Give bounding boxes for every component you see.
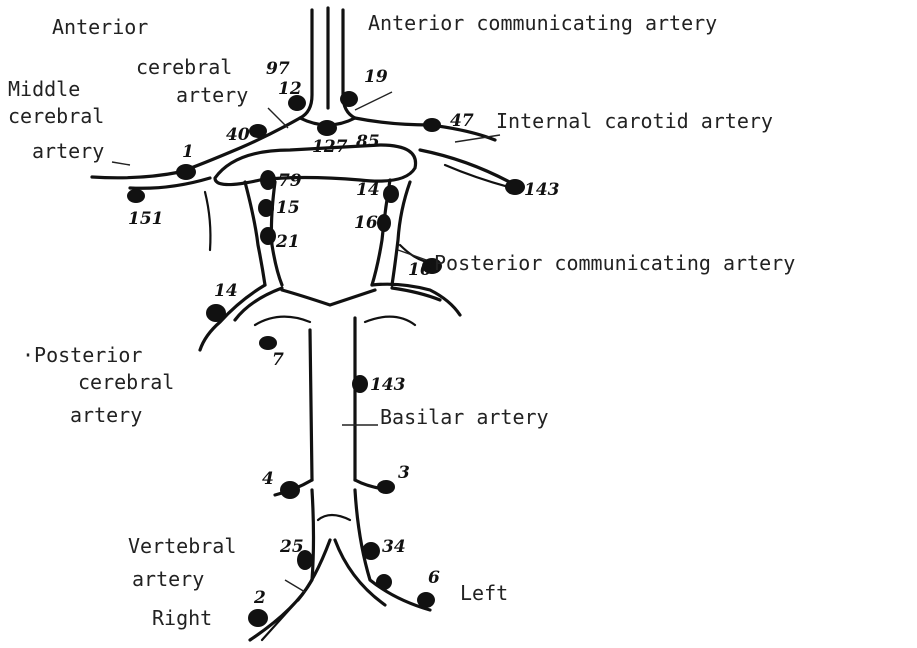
label-artery-pca: artery (70, 403, 142, 427)
aneurysm-ica-left (423, 118, 441, 132)
count-pcom-l2: 16 (354, 213, 378, 233)
aneurysm-aca-right (249, 124, 267, 138)
count-aca-mid: 12 (278, 79, 302, 99)
count-ica-left: 47 (450, 111, 474, 131)
label-middle: Middle (8, 77, 80, 101)
count-basilar: 143 (370, 375, 406, 395)
aneurysm-pca-right (206, 304, 226, 322)
count-pcom-l3: 16 (408, 260, 432, 280)
middle-cerebral-artery-right-lower (130, 178, 210, 188)
aneurysm-va-left-bottom (376, 574, 392, 590)
aca-leader (268, 108, 288, 128)
count-acom: 19 (364, 67, 388, 87)
count-pcom-r1: 79 (278, 171, 302, 191)
label-basilar-artery: Basilar artery (380, 405, 549, 429)
aneurysm-pca-tip (259, 336, 277, 350)
aneurysm-mca-left (505, 179, 525, 195)
label-vertebral: Vertebral (128, 534, 236, 558)
count-aca-right: 40 (226, 125, 250, 145)
count-pca-right: 14 (214, 281, 238, 301)
label-cerebral-pca: cerebral (78, 370, 174, 394)
count-mca-right-branch: 151 (128, 209, 164, 229)
aneurysm-acom (340, 91, 358, 107)
count-mca-left: 143 (524, 180, 560, 200)
basilar-cap-left (365, 317, 415, 325)
count-pca-tip: 7 (272, 350, 284, 370)
vertebral-confluence (318, 515, 350, 520)
count-aca-top: 97 (266, 59, 290, 79)
middle-cerebral-artery-right (92, 118, 300, 178)
label-internal-carotid-artery: Internal carotid artery (496, 109, 773, 133)
vertebral-leader (285, 580, 305, 592)
label-anterior-communicating-artery: Anterior communicating artery (368, 11, 717, 35)
label-cerebral-aca: cerebral (136, 55, 232, 79)
basilar-artery-right-wall (310, 330, 312, 480)
posterior-cerebral-artery-left (372, 284, 460, 315)
count-acom-bottom: 127 (312, 137, 348, 157)
label-left: Left (460, 581, 508, 605)
aneurysm-mca-right (176, 164, 196, 180)
count-va-right-bottom: 2 (253, 588, 266, 608)
internal-carotid-left (420, 150, 515, 185)
label-artery-mca: artery (32, 139, 104, 163)
mca-leader (112, 162, 130, 165)
aneurysm-vertebral-left (362, 542, 380, 560)
acom-leader (355, 92, 392, 110)
aneurysm-pcom-r1 (260, 170, 276, 190)
basilar-bifurcation (282, 290, 375, 305)
aneurysm-acom-bottom (317, 120, 337, 136)
count-pcom-r3: 21 (275, 232, 300, 252)
label-cerebral-mca: cerebral (8, 104, 104, 128)
label-artery-va: artery (132, 567, 204, 591)
count-mca-right: 1 (182, 142, 194, 162)
count-pcom-l1: 14 (356, 180, 380, 200)
aneurysm-pcom-l1 (383, 185, 399, 203)
count-pcom-left-top: 85 (355, 132, 380, 152)
aneurysm-pcom-r2 (258, 199, 274, 217)
aneurysm-va-right-bottom (248, 609, 268, 627)
aneurysm-pcom-r3 (260, 227, 276, 245)
aneurysm-pcom-l2 (377, 214, 391, 232)
count-vertebral-left: 34 (382, 537, 406, 557)
mca-right-branch (205, 192, 210, 250)
aneurysm-va-left-end (417, 592, 435, 608)
count-vertebral-right: 25 (279, 537, 304, 557)
posterior-cerebral-artery-right-inner (235, 288, 282, 320)
aneurysm-basilar (352, 375, 368, 393)
leader-lines (112, 92, 500, 592)
aneurysm-mca-branch (127, 189, 145, 203)
basilar-cap-right (255, 317, 310, 325)
aneurysm-basilar-right (280, 481, 300, 499)
label-artery-aca: artery (176, 83, 248, 107)
label-anterior: Anterior (52, 15, 148, 39)
count-pcom-r2: 15 (276, 198, 300, 218)
count-basilar-left: 3 (398, 463, 410, 483)
aneurysm-basilar-left (377, 480, 395, 494)
label-posterior: ·Posterior (22, 343, 142, 367)
label-posterior-communicating-artery: Posterior communicating artery (434, 251, 795, 275)
label-right: Right (152, 606, 212, 630)
count-va-left-bottom: 6 (428, 568, 440, 588)
count-basilar-right: 4 (262, 469, 274, 489)
